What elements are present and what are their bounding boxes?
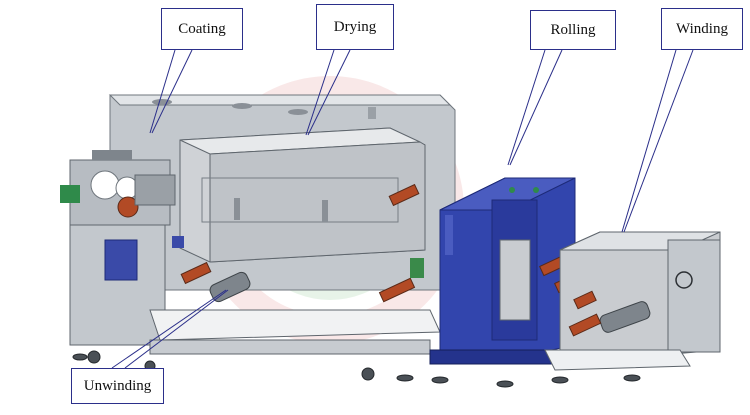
callout-coating-label: Coating	[178, 20, 226, 37]
callout-coating: Coating	[161, 8, 243, 50]
callout-winding-label: Winding	[676, 20, 728, 37]
callout-winding: Winding	[661, 8, 743, 50]
callout-unwinding: Unwinding	[71, 368, 164, 404]
caster-wheel-icon	[623, 374, 641, 382]
caster-wheels	[72, 350, 641, 388]
unwinding-base	[69, 183, 441, 355]
callout-drying: Drying	[316, 4, 394, 50]
callout-rolling-label: Rolling	[550, 21, 596, 38]
coating-head	[60, 150, 176, 226]
callout-drying-label: Drying	[333, 18, 377, 35]
rolling-machine	[429, 177, 594, 365]
caster-wheel-icon	[551, 376, 569, 384]
caster-wheel-icon	[396, 374, 414, 382]
caster-wheel-icon	[496, 380, 514, 388]
callout-lines	[111, 49, 694, 369]
winding-machine	[544, 231, 721, 371]
callout-rolling: Rolling	[530, 10, 616, 50]
caster-wheel-icon	[431, 376, 449, 384]
roller-icon	[117, 196, 139, 218]
caster-wheel-icon	[87, 350, 101, 364]
fan-icon	[675, 271, 693, 289]
caster-wheel-icon	[361, 367, 375, 381]
callout-unwinding-label: Unwinding	[83, 377, 152, 394]
drying-oven	[179, 127, 426, 263]
caster-wheel-icon	[72, 353, 88, 361]
